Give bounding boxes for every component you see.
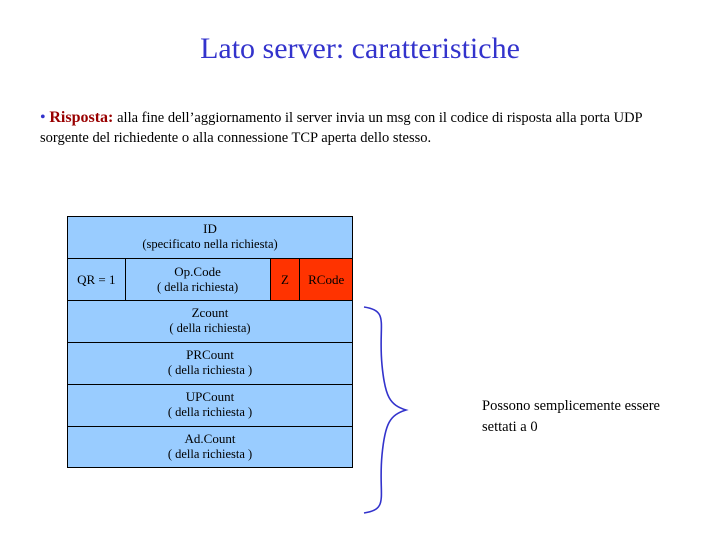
packet-row-zcount-main: Zcount [191,304,229,320]
packet-cell-qr: QR = 1 [68,258,126,300]
packet-row-zcount: Zcount ( della richiesta) [68,300,352,343]
packet-cell-qr-main: QR = 1 [77,271,116,287]
packet-row-prcount-main: PRCount [186,346,234,362]
packet-row-upcount: UPCount ( della richiesta ) [68,384,352,427]
packet-row-adcount-main: Ad.Count [184,430,236,446]
packet-cell-opcode: Op.Code ( della richiesta) [125,258,271,300]
bullet-body: alla fine dell’aggiornamento il server i… [40,110,643,146]
packet-row-upcount-main: UPCount [185,388,235,404]
note-text: Possono semplicemente essere settati a 0 [482,398,660,436]
packet-row-id-main: ID [203,221,217,236]
packet-cell-rcode-main: RCode [308,271,345,287]
packet-row-id-sub: (specificato nella richiesta) [142,237,278,252]
packet-cell-opcode-sub: ( della richiesta) [156,279,239,294]
packet-cell-rcode: RCode [300,258,352,300]
packet-cell-z-main: Z [280,271,289,287]
bullet-paragraph: • Risposta: alla fine dell’aggiornamento… [40,108,680,148]
packet-flags-row: QR = 1 Op.Code ( della richiesta) Z RCod… [68,258,352,301]
packet-row-prcount-sub: ( della richiesta ) [167,363,253,377]
packet-diagram: ID (specificato nella richiesta) QR = 1 … [67,216,353,469]
packet-row-zcount-sub: ( della richiesta) [169,321,251,336]
packet-row-upcount-sub: ( della richiesta ) [167,404,253,419]
packet-cell-opcode-main: Op.Code [174,264,221,280]
packet-row-prcount: PRCount ( della richiesta ) [68,342,352,385]
packet-row-adcount-sub: ( della richiesta ) [167,446,253,461]
packet-cell-z: Z [270,258,301,300]
page-title: Lato server: caratteristiche [200,32,520,65]
bullet-keyword: Risposta: [49,109,114,126]
packet-row-adcount: Ad.Count ( della richiesta ) [68,426,352,468]
curly-brace-icon [360,305,420,515]
packet-row-id: ID (specificato nella richiesta) [68,217,352,259]
bullet-dot: • [40,109,46,126]
